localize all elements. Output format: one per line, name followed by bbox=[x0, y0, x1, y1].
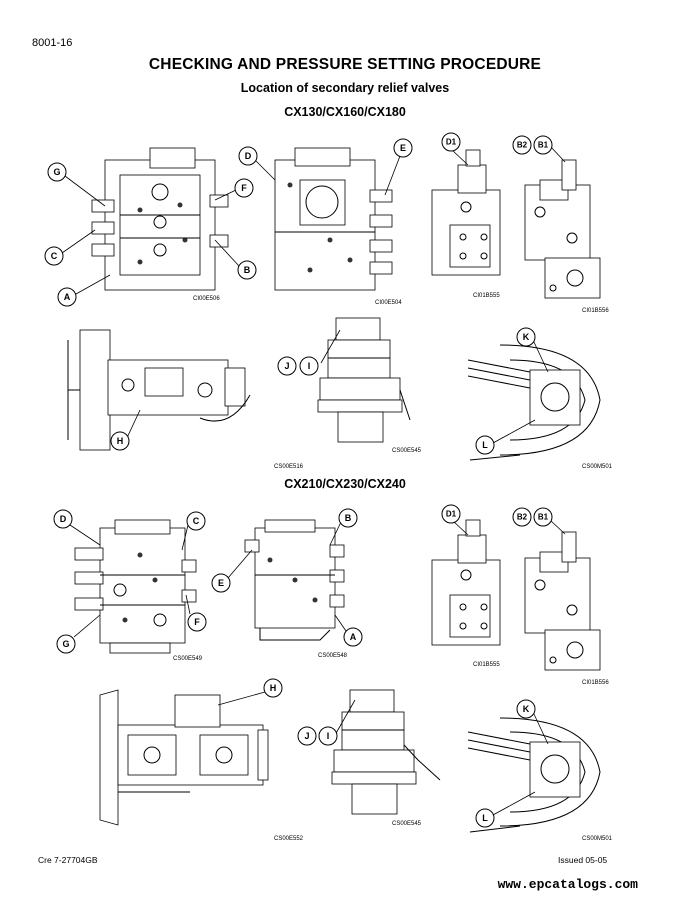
figure-code: CS00E552 bbox=[274, 836, 304, 842]
figure-code: CS00M501 bbox=[582, 464, 613, 470]
page-subtitle: Location of secondary relief valves bbox=[240, 81, 450, 95]
svg-text:E: E bbox=[400, 143, 406, 153]
callout-a: A bbox=[343, 627, 363, 647]
svg-text:F: F bbox=[241, 183, 247, 193]
callout-f: F bbox=[187, 612, 207, 632]
swing-motor-illustration-1 bbox=[317, 317, 411, 443]
callout-e: E bbox=[211, 573, 231, 593]
svg-text:D1: D1 bbox=[446, 138, 457, 147]
figure-code: CI01B556 bbox=[582, 680, 609, 686]
relief-valve-block-b-1 bbox=[524, 159, 601, 299]
callout-c: C bbox=[186, 511, 206, 531]
footer-issue-date: Issued 05-05 bbox=[558, 855, 608, 865]
svg-text:B: B bbox=[244, 265, 251, 275]
callout-a: A bbox=[57, 287, 77, 307]
callout-leaders bbox=[61, 145, 566, 816]
relief-valve-block-d1-2 bbox=[431, 519, 501, 646]
pump-illustration-2 bbox=[99, 689, 269, 826]
page-number: 8001-16 bbox=[32, 37, 73, 49]
svg-text:H: H bbox=[270, 683, 277, 693]
svg-text:B: B bbox=[345, 513, 352, 523]
figure-code: CI00E504 bbox=[375, 300, 402, 306]
figure-code: CS00E548 bbox=[318, 653, 348, 659]
svg-text:I: I bbox=[327, 731, 330, 741]
figure-code: CI01B555 bbox=[473, 293, 500, 299]
figure-code: CS00M501 bbox=[582, 836, 613, 842]
callout-j: J bbox=[297, 726, 317, 746]
callout-l: L bbox=[475, 808, 495, 828]
callout-g: G bbox=[56, 634, 76, 654]
svg-text:B2: B2 bbox=[517, 513, 528, 522]
figure-code: CI00E506 bbox=[193, 296, 220, 302]
callout-d1: D1 bbox=[441, 504, 461, 524]
callout-b: B bbox=[237, 260, 257, 280]
svg-text:I: I bbox=[308, 361, 311, 371]
svg-text:A: A bbox=[350, 632, 357, 642]
svg-text:D: D bbox=[60, 514, 67, 524]
svg-text:G: G bbox=[62, 639, 69, 649]
travel-motor-illustration-1 bbox=[467, 344, 601, 461]
callout-e: E bbox=[393, 138, 413, 158]
svg-text:L: L bbox=[482, 440, 488, 450]
callout-c: C bbox=[44, 246, 64, 266]
pump-illustration-1 bbox=[67, 329, 251, 451]
callout-i: I bbox=[299, 356, 319, 376]
svg-text:J: J bbox=[284, 361, 289, 371]
figure-code: CS00E549 bbox=[173, 656, 203, 662]
callout-g: G bbox=[47, 162, 67, 182]
callout-b: B bbox=[338, 508, 358, 528]
svg-text:F: F bbox=[194, 617, 200, 627]
figure-code: CS00E545 bbox=[392, 448, 422, 454]
control-valve-illustration-2 bbox=[274, 147, 393, 291]
control-valve-illustration-3 bbox=[74, 519, 197, 654]
callout-i: I bbox=[318, 726, 338, 746]
relief-valve-block-b-2 bbox=[524, 531, 601, 671]
figure-code: CI01B555 bbox=[473, 662, 500, 668]
callout-f: F bbox=[234, 178, 254, 198]
callout-b1: B1 bbox=[533, 135, 553, 155]
svg-text:H: H bbox=[117, 436, 124, 446]
swing-motor-illustration-2 bbox=[331, 689, 441, 815]
control-valve-illustration-1 bbox=[91, 147, 229, 291]
svg-text:K: K bbox=[523, 704, 530, 714]
svg-text:A: A bbox=[64, 292, 71, 302]
svg-text:B2: B2 bbox=[517, 141, 528, 150]
callout-k: K bbox=[516, 327, 536, 347]
callout-h: H bbox=[110, 431, 130, 451]
svg-text:E: E bbox=[218, 578, 224, 588]
callout-k: K bbox=[516, 699, 536, 719]
callout-h: H bbox=[263, 678, 283, 698]
callout-l: L bbox=[475, 435, 495, 455]
figure-code: CI01B556 bbox=[582, 308, 609, 314]
callout-b2: B2 bbox=[512, 135, 532, 155]
watermark: www.epcatalogs.com bbox=[497, 877, 638, 892]
callout-b2: B2 bbox=[512, 507, 532, 527]
footer-document-code: Cre 7-27704GB bbox=[38, 855, 98, 865]
svg-text:D1: D1 bbox=[446, 510, 457, 519]
svg-text:B1: B1 bbox=[538, 513, 549, 522]
svg-text:L: L bbox=[482, 813, 488, 823]
svg-text:J: J bbox=[304, 731, 309, 741]
svg-text:G: G bbox=[53, 167, 60, 177]
svg-text:C: C bbox=[51, 251, 58, 261]
callout-d: D bbox=[53, 509, 73, 529]
svg-text:C: C bbox=[193, 516, 200, 526]
figure-code: CS00E545 bbox=[392, 821, 422, 827]
control-valve-illustration-4 bbox=[244, 519, 345, 641]
callout-b1: B1 bbox=[533, 507, 553, 527]
section-heading-1: CX130/CX160/CX180 bbox=[284, 105, 406, 119]
svg-text:B1: B1 bbox=[538, 141, 549, 150]
svg-text:D: D bbox=[245, 151, 252, 161]
callout-j: J bbox=[277, 356, 297, 376]
section-heading-2: CX210/CX230/CX240 bbox=[284, 477, 406, 491]
figure-code: CS00E516 bbox=[274, 464, 304, 470]
callout-d1: D1 bbox=[441, 132, 461, 152]
relief-valve-block-d1-1 bbox=[431, 149, 501, 276]
travel-motor-illustration-2 bbox=[467, 717, 601, 833]
page-title: CHECKING AND PRESSURE SETTING PROCEDURE bbox=[148, 56, 542, 73]
svg-text:K: K bbox=[523, 332, 530, 342]
callout-d: D bbox=[238, 146, 258, 166]
